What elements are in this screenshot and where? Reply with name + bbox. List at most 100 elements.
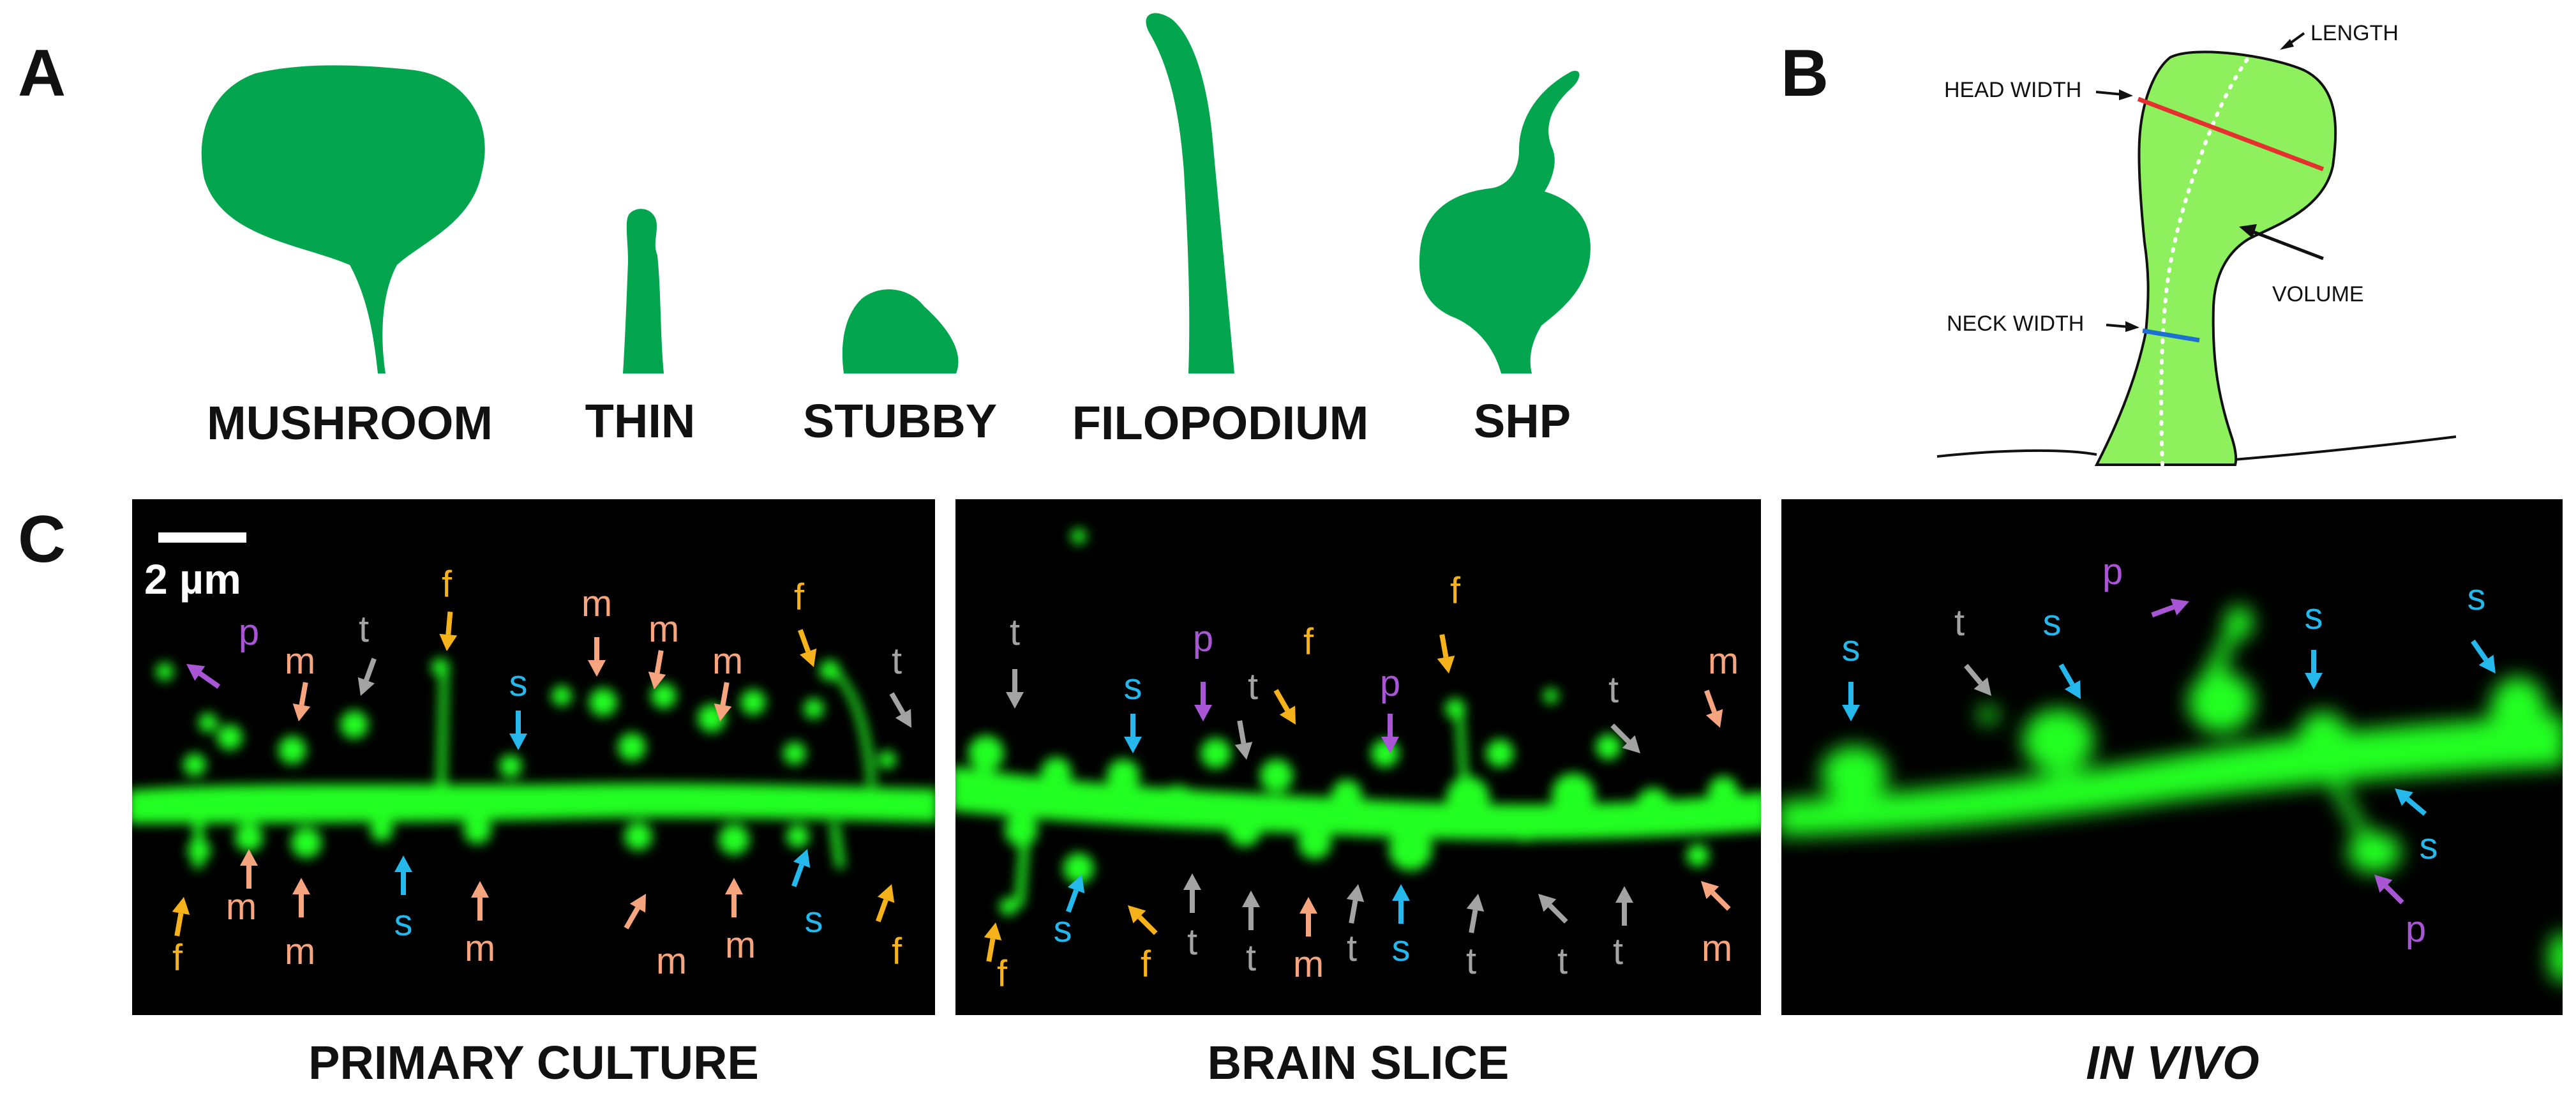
annotation-letter: m: [648, 608, 679, 650]
thin-spine-annotation: t: [1466, 894, 1485, 982]
annotation-letter: s: [2043, 602, 2062, 644]
annotation-letter: m: [285, 931, 315, 972]
filopodium-spine-annotation: f: [172, 897, 190, 979]
annotation-arrow-shaft: [654, 650, 664, 674]
annotation-arrow-shaft: [2471, 639, 2489, 661]
annotation-letter: t: [1187, 921, 1197, 963]
thin-spine-annotation: t: [1006, 612, 1024, 709]
annotation-letter: s: [1124, 666, 1142, 707]
annotation-arrow-shaft: [1349, 900, 1358, 924]
annotation-arrow-head: [1183, 873, 1201, 890]
annotation-letter: m: [725, 924, 756, 966]
scale-bar-line: [158, 532, 246, 543]
head-width-line: [2137, 96, 2325, 172]
shape-label-filopodium: FILOPODIUM: [1072, 396, 1369, 449]
mushroom-spine-annotation: m: [226, 849, 258, 928]
annotation-arrow-head: [186, 664, 206, 681]
thin-spine-annotation: t: [1234, 666, 1258, 760]
thin-spine-annotation: t: [1346, 884, 1365, 969]
annotation-letter: s: [805, 899, 823, 940]
annotation-arrow-head: [588, 660, 606, 677]
annotation-arrow-shaft: [446, 611, 453, 635]
mushroom-spine-annotation: m: [285, 640, 315, 721]
annotation-arrow-shaft: [198, 671, 221, 689]
thin-spine-annotation: t: [1608, 669, 1640, 753]
annotation-arrow-shaft: [174, 912, 184, 937]
spine-shapes: [201, 13, 1591, 374]
annotation-arrow-head: [292, 703, 311, 721]
annotation-arrow-head: [1615, 886, 1633, 903]
shp-spine-annotation: p: [1193, 618, 1213, 721]
annotation-arrow-shaft: [986, 938, 996, 962]
stubby-spine-annotation: s: [791, 849, 823, 940]
annotation-arrow-head: [793, 849, 811, 868]
annotation-arrow-shaft: [889, 692, 906, 715]
annotation-arrow-head: [1973, 677, 1991, 696]
annotation-arrow-shaft: [1469, 909, 1478, 933]
shape-label-mushroom: MUSHROOM: [207, 396, 493, 449]
annotation-arrow-shaft: [1711, 891, 1731, 911]
shape-labels: MUSHROOM THIN STUBBY FILOPODIUM SHP: [207, 395, 1571, 449]
stubby-spine-shape: [842, 289, 959, 373]
shp-spine-annotation: p: [2102, 551, 2189, 617]
annotation-letter: m: [712, 640, 743, 682]
filopodium-spine-annotation: f: [1128, 905, 1158, 985]
thin-spine-annotation: t: [1954, 602, 1991, 696]
annotation-letter: p: [239, 612, 259, 653]
annotation-arrow-head: [648, 671, 666, 689]
annotation-arrow-head: [629, 894, 646, 913]
shape-label-thin: THIN: [585, 395, 696, 448]
annotation-arrow-head: [1437, 655, 1455, 674]
annotation-arrow-shaft: [299, 682, 308, 706]
annotation-letter: f: [1303, 621, 1314, 663]
annotation-letter: s: [2420, 825, 2438, 867]
annotation-arrow-head: [1466, 894, 1485, 912]
micrograph-captions: PRIMARY CULTURE BRAIN SLICE IN VIVO: [308, 1036, 2259, 1089]
annotation-arrow-head: [1194, 705, 1212, 721]
scale-bar-label: 2 µm: [144, 555, 241, 603]
annotation-letter: s: [509, 663, 528, 704]
annotation-arrow-head: [1006, 692, 1024, 709]
thin-spine-annotation: t: [889, 640, 911, 728]
caption-in-vivo: IN VIVO: [2086, 1036, 2259, 1089]
annotation-arrow-head: [799, 648, 817, 667]
filopodium-spine-annotation: f: [984, 922, 1008, 995]
annotation-letter: f: [1450, 570, 1461, 612]
annotation-arrow-shaft: [2058, 663, 2075, 686]
head-width-arrow: [2095, 89, 2133, 100]
dendrite-fluorescence: [132, 658, 935, 868]
annotation-arrow-head: [1538, 894, 1557, 912]
annotation-arrow-head: [1346, 884, 1365, 903]
annotation-arrow-shaft: [1704, 689, 1717, 713]
annotation-letter: s: [2467, 576, 2486, 618]
volume-label: VOLUME: [2272, 282, 2364, 306]
stubby-spine-annotation: s: [1392, 884, 1411, 969]
mushroom-spine-annotation: m: [712, 640, 743, 721]
micrograph-background: [955, 499, 1761, 1015]
length-axis-line: [2159, 53, 2252, 467]
shape-label-shp: SHP: [1474, 395, 1571, 448]
annotation-arrow-head: [2170, 598, 2189, 616]
thin-spine-shape: [623, 209, 664, 373]
mushroom-spine-annotation: m: [465, 881, 495, 969]
annotation-letter: f: [1141, 944, 1151, 985]
annotation-arrow-shaft: [1610, 723, 1631, 744]
measured-spine-outline: [2094, 50, 2337, 466]
annotation-arrow-shaft: [2151, 605, 2175, 617]
annotation-arrow-shaft: [2384, 884, 2404, 905]
annotation-arrow-head: [725, 878, 743, 894]
annotation-letter: s: [2305, 596, 2323, 637]
stubby-spine-annotation: s: [1842, 628, 1861, 721]
annotation-letter: t: [892, 640, 902, 682]
annotation-letter: p: [1380, 663, 1400, 704]
annotation-letter: f: [997, 953, 1008, 995]
annotation-letter: m: [1708, 640, 1739, 682]
annotation-arrow-head: [471, 881, 489, 898]
shape-label-stubby: STUBBY: [803, 395, 997, 448]
annotation-letter: p: [2102, 551, 2123, 592]
